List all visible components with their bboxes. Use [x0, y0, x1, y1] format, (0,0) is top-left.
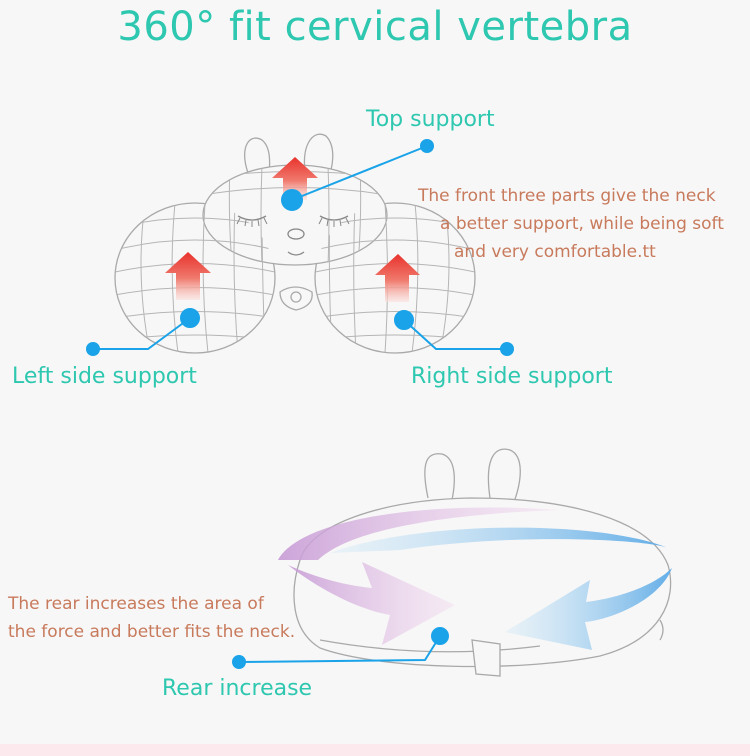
right-support-dot: [394, 310, 414, 330]
rotation-swirl-icon: [278, 507, 672, 650]
rear-note: The rear increases the area of the force…: [8, 590, 295, 646]
left-support-arrow-icon: [165, 252, 211, 300]
front-parts-note: The front three parts give the neck a be…: [418, 182, 724, 266]
page-title: 360° fit cervical vertebra: [117, 4, 633, 50]
top-support-arrow-icon: [272, 157, 318, 200]
bottom-band: [0, 744, 750, 756]
front-note-line-1: The front three parts give the neck: [418, 186, 716, 206]
top-support-dot: [281, 189, 303, 211]
rear-increase-dot: [431, 627, 449, 645]
right-support-arrow-icon: [375, 254, 420, 302]
left-support-dot: [180, 308, 200, 328]
front-note-line-3: and very comfortable.tt: [454, 242, 656, 262]
front-note-line-2: a better support, while being soft: [440, 214, 724, 234]
left-side-support-label: Left side support: [12, 364, 197, 389]
side-pillow-drawing: [293, 448, 672, 677]
top-support-label: Top support: [366, 107, 495, 132]
rear-increase-label: Rear increase: [162, 676, 313, 701]
right-side-support-label: Right side support: [411, 364, 613, 389]
rear-note-line-1: The rear increases the area of: [8, 594, 264, 614]
rear-note-line-2: the force and better fits the neck.: [8, 622, 296, 642]
